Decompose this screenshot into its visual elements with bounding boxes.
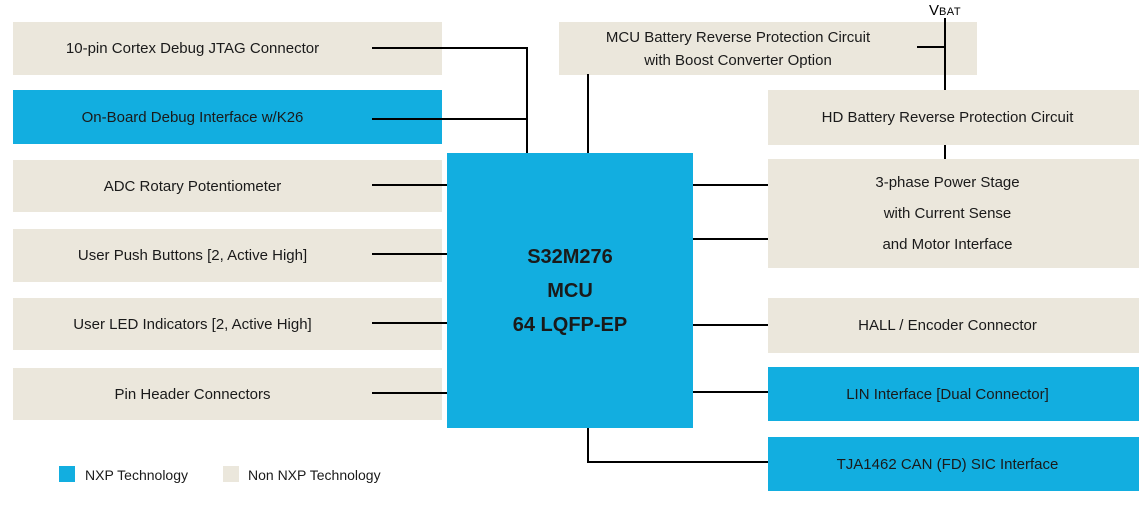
node-adc-rotary-potentiometer: ADC Rotary Potentiometer — [13, 160, 442, 212]
vbat-subscript: BAT — [938, 6, 962, 18]
node-tja1462-can-sic-interface: TJA1462 CAN (FD) SIC Interface — [768, 437, 1139, 491]
wire-obd-to-junction — [372, 118, 528, 120]
node-label: HALL / Encoder Connector — [858, 317, 1037, 334]
node-label: User Push Buttons [2, Active High] — [77, 247, 308, 264]
wire-jtag-to-junction — [372, 47, 528, 49]
node-label: TJA1462 CAN (FD) SIC Interface — [836, 455, 1059, 473]
legend-nxp-swatch — [59, 466, 75, 482]
wire-mcu-to-can — [587, 461, 768, 463]
node-label-line3: and Motor Interface — [882, 236, 1013, 253]
mcu-part-number: S32M276 — [527, 245, 613, 268]
wire-vbat-to-hd — [944, 18, 946, 90]
wire-junction-to-mcu-top — [526, 47, 528, 153]
legend-non-nxp-swatch — [223, 466, 239, 482]
node-jtag-connector: 10-pin Cortex Debug JTAG Connector — [13, 22, 442, 75]
node-3-phase-power-stage: 3-phase Power Stage with Current Sense a… — [768, 159, 1139, 268]
wire-mcu-bottom-vertical — [587, 428, 589, 463]
node-hall-encoder-connector: HALL / Encoder Connector — [768, 298, 1139, 353]
wire-mcu-to-powerstage-2 — [693, 238, 768, 240]
wire-mcu-to-hall — [693, 324, 768, 326]
node-onboard-debug-interface: On-Board Debug Interface w/K26 — [13, 90, 442, 144]
node-mcu-s32m276: S32M276 MCU 64 LQFP-EP — [447, 153, 693, 428]
node-label-line1: MCU Battery Reverse Protection Circuit — [605, 28, 871, 46]
legend-nxp-label: NXP Technology — [85, 467, 188, 483]
vbat-main: V — [928, 2, 939, 19]
mcu-type: MCU — [547, 279, 593, 302]
node-lin-interface: LIN Interface [Dual Connector] — [768, 367, 1139, 421]
wire-battery-to-mcu-top — [587, 74, 589, 153]
node-label: User LED Indicators [2, Active High] — [73, 315, 312, 333]
node-label: 10-pin Cortex Debug JTAG Connector — [65, 40, 320, 57]
node-label-line2: with Current Sense — [883, 205, 1012, 222]
wire-mcu-to-powerstage-1 — [693, 184, 768, 186]
node-label: ADC Rotary Potentiometer — [103, 177, 282, 195]
wire-mcu-to-lin — [693, 391, 768, 393]
node-label: LIN Interface [Dual Connector] — [846, 385, 1049, 403]
wire-pinheader-to-mcu — [372, 392, 447, 394]
mcu-package: 64 LQFP-EP — [512, 313, 628, 336]
node-user-push-buttons: User Push Buttons [2, Active High] — [13, 229, 442, 282]
wire-leds-to-mcu — [372, 322, 447, 324]
vbat-label: VBAT — [920, 2, 970, 19]
wire-hd-to-powerstage — [944, 145, 946, 159]
node-label: On-Board Debug Interface w/K26 — [81, 108, 304, 126]
node-hd-battery-reverse-protection: HD Battery Reverse Protection Circuit — [768, 90, 1139, 145]
node-pin-header-connectors: Pin Header Connectors — [13, 368, 442, 420]
wire-pushbuttons-to-mcu — [372, 253, 447, 255]
node-label: HD Battery Reverse Protection Circuit — [821, 109, 1074, 126]
node-mcu-battery-reverse-protection: MCU Battery Reverse Protection Circuit w… — [559, 22, 977, 75]
node-user-led-indicators: User LED Indicators [2, Active High] — [13, 298, 442, 350]
node-label-line2: with Boost Converter Option — [644, 51, 832, 69]
legend-non-nxp-label: Non NXP Technology — [248, 467, 381, 483]
wire-adc-to-mcu — [372, 184, 447, 186]
wire-battery-to-vbat — [917, 46, 946, 48]
node-label: Pin Header Connectors — [114, 385, 271, 403]
node-label-line1: 3-phase Power Stage — [875, 174, 1020, 191]
